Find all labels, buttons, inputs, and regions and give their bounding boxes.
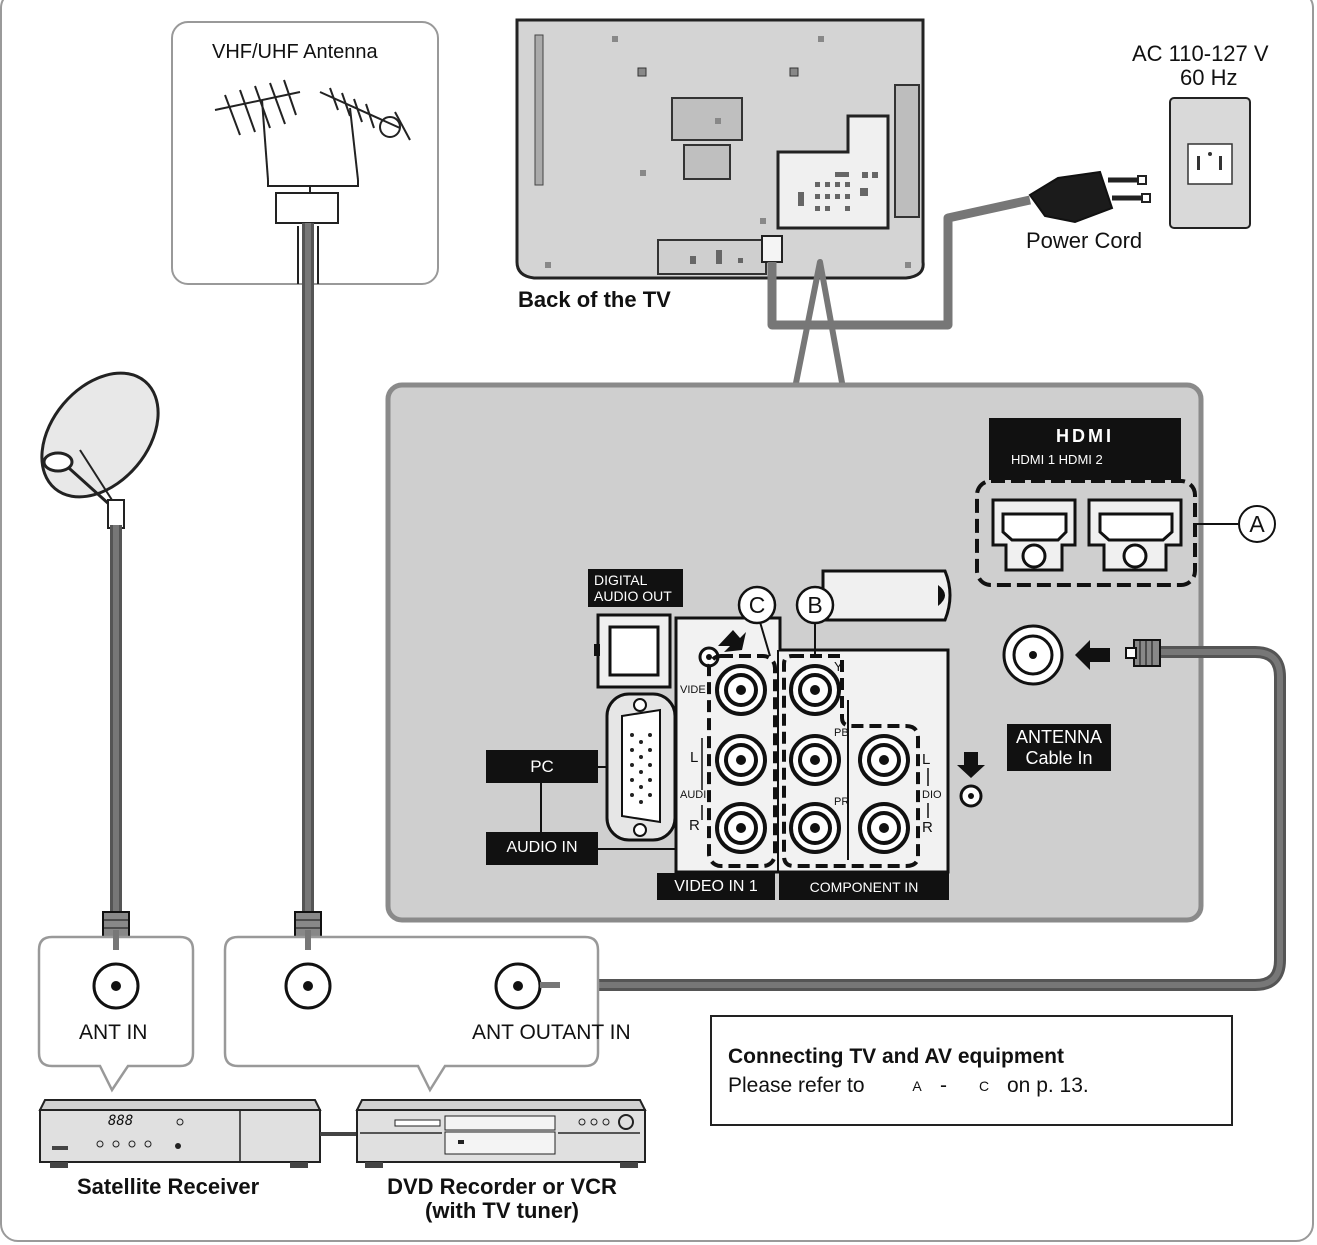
jack-board bbox=[540, 616, 950, 874]
power-plug bbox=[1028, 170, 1151, 224]
hdmi-header: HDMI HDMI 1 HDMI 2 bbox=[989, 418, 1181, 480]
hdmi-ports bbox=[975, 479, 1238, 587]
jack-label-l-left: L bbox=[690, 749, 699, 766]
power-cord-line bbox=[767, 195, 1031, 330]
power-cord-label: Power Cord bbox=[1026, 228, 1143, 253]
connection-callout: Connecting TV and AV equipment Please re… bbox=[710, 1015, 1233, 1126]
dvd-jack-box bbox=[223, 935, 600, 1093]
digital-audio-out-label: DIGITAL AUDIO OUT bbox=[588, 569, 683, 607]
aux-jack bbox=[957, 752, 985, 808]
antenna-label: VHF/UHF Antenna bbox=[212, 41, 378, 63]
callout-marker-a: A bbox=[912, 1078, 922, 1094]
digital-audio-out-jack bbox=[594, 613, 672, 689]
marker-b-label: B bbox=[807, 592, 823, 618]
satellite-ant-in-label: ANT IN bbox=[79, 1021, 148, 1044]
jack-label-audio-right: DIO bbox=[922, 789, 942, 801]
callout-dash: - bbox=[940, 1074, 947, 1097]
video-in-1-label: VIDEO IN 1 bbox=[657, 873, 775, 900]
callout-title: Connecting TV and AV equipment bbox=[728, 1045, 1064, 1068]
jack-label-pr: PR bbox=[834, 796, 850, 808]
satellite-receiver bbox=[38, 1099, 322, 1168]
jack-label-r-left: R bbox=[689, 817, 700, 834]
digital-audio-out-line1: DIGITAL bbox=[594, 572, 648, 588]
pc-label: PC bbox=[486, 750, 598, 783]
dvd-ant-out-in-label: ANT OUTANT IN bbox=[472, 1021, 631, 1044]
antenna-label-line1: ANTENNA bbox=[1015, 727, 1102, 747]
digital-audio-out-line2: AUDIO OUT bbox=[594, 588, 672, 604]
antenna-label-line2: Cable In bbox=[1025, 748, 1093, 768]
audio-in-label: AUDIO IN bbox=[486, 832, 598, 865]
antenna-cable-in-label: ANTENNA Cable In bbox=[1007, 724, 1111, 771]
outlet-frequency-label: 60 Hz bbox=[1180, 65, 1238, 90]
antenna-input-jack bbox=[1002, 624, 1110, 686]
tv-back bbox=[515, 18, 925, 280]
dvd-recorder-line2: (with TV tuner) bbox=[425, 1198, 579, 1223]
callout-marker-c: C bbox=[978, 1078, 990, 1094]
tv-back-label: Back of the TV bbox=[518, 287, 671, 312]
satellite-display: 888 bbox=[108, 1113, 134, 1129]
coax-jacks bbox=[92, 962, 542, 1010]
f-connector-tv bbox=[1125, 639, 1161, 667]
antenna-icon bbox=[214, 79, 411, 195]
callout-text-before: Please refer to bbox=[728, 1074, 865, 1097]
callout-text-after: on p. 13. bbox=[1007, 1074, 1089, 1097]
satellite-jack-box bbox=[37, 935, 195, 1093]
wall-outlet bbox=[1169, 97, 1251, 229]
hdmi-port-labels: HDMI 1 HDMI 2 bbox=[1011, 452, 1103, 467]
jack-label-r-right: R bbox=[922, 819, 933, 836]
satellite-dish bbox=[40, 371, 160, 529]
hdmi-logo: HDMI bbox=[1056, 426, 1114, 446]
jack-label-y: Y bbox=[834, 659, 843, 674]
dvd-recorder-line1: DVD Recorder or VCR bbox=[387, 1174, 617, 1199]
satellite-receiver-label: Satellite Receiver bbox=[77, 1174, 260, 1199]
jack-label-l-right: L bbox=[922, 751, 931, 768]
marker-c-label: C bbox=[748, 592, 766, 618]
antenna-combiner bbox=[275, 192, 339, 224]
dvd-recorder-label: DVD Recorder or VCR (with TV tuner) bbox=[362, 1176, 642, 1222]
component-in-label: COMPONENT IN bbox=[779, 873, 949, 900]
top-slot bbox=[821, 569, 952, 622]
zoom-lines bbox=[792, 259, 846, 389]
outlet-voltage-label: AC 110-127 V bbox=[1132, 41, 1269, 66]
marker-a-label: A bbox=[1249, 511, 1265, 537]
jack-label-pb: PB bbox=[834, 727, 849, 739]
jack-label-video: VIDE bbox=[680, 684, 706, 696]
dvd-recorder bbox=[355, 1099, 647, 1168]
jack-label-audio-left: AUDI bbox=[680, 789, 707, 801]
